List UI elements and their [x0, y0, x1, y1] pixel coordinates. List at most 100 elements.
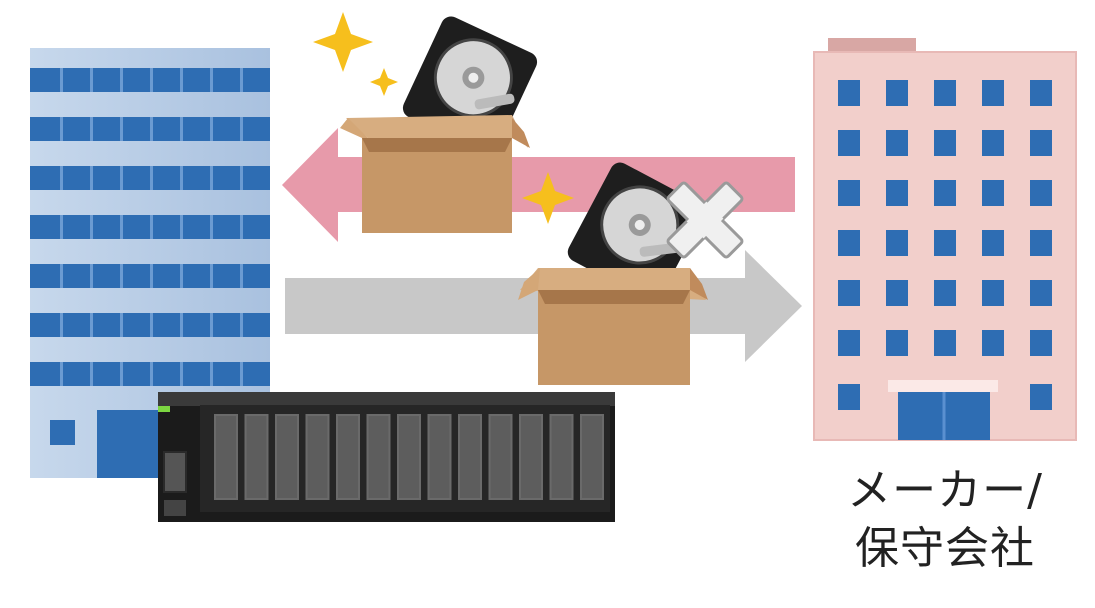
- drive-bays: [214, 414, 604, 500]
- office-window-mullion: [210, 362, 213, 386]
- office-window-mullion: [150, 215, 153, 239]
- maker-window: [982, 180, 1004, 206]
- maker-label-line1: メーカー/: [847, 465, 1043, 516]
- office-entrance: [97, 410, 162, 478]
- drive-bay-face: [551, 416, 572, 498]
- office-window-mullion: [90, 117, 93, 141]
- drive-bay-face: [307, 416, 328, 498]
- office-window-mullion: [90, 362, 93, 386]
- office-window-mullion: [60, 166, 63, 190]
- office-building-icon: [30, 48, 270, 478]
- drive-bay-face: [277, 416, 297, 498]
- maker-window: [838, 230, 860, 256]
- office-window-mullion: [150, 68, 153, 92]
- office-window-mullion: [240, 166, 243, 190]
- office-window-mullion: [180, 264, 183, 288]
- maker-window: [934, 130, 956, 156]
- office-window-mullion: [240, 264, 243, 288]
- maker-window: [838, 180, 860, 206]
- new-hard-disk-box-icon: [340, 16, 538, 233]
- office-window-mullion: [210, 215, 213, 239]
- maker-window: [1030, 280, 1052, 306]
- maker-window: [1030, 330, 1052, 356]
- office-window-strips: [30, 68, 270, 386]
- office-window-mullion: [60, 117, 63, 141]
- office-window-mullion: [240, 117, 243, 141]
- maker-window: [886, 280, 908, 306]
- return-arrow: [282, 128, 795, 242]
- maker-window: [838, 130, 860, 156]
- office-window-mullion: [210, 68, 213, 92]
- drive-bay-face: [399, 416, 419, 498]
- office-window-mullion: [60, 68, 63, 92]
- office-window-mullion: [120, 117, 123, 141]
- office-window-mullion: [210, 264, 213, 288]
- office-window-mullion: [180, 313, 183, 337]
- office-small-window: [50, 420, 75, 445]
- maker-window: [1030, 130, 1052, 156]
- drive-bay-face: [368, 416, 389, 498]
- drive-bay-face: [429, 416, 450, 498]
- maker-window: [838, 280, 860, 306]
- office-window-mullion: [240, 68, 243, 92]
- status-led: [158, 406, 170, 412]
- office-window-mullion: [120, 68, 123, 92]
- office-window-mullion: [150, 166, 153, 190]
- drive-bay-face: [490, 416, 511, 498]
- office-window-mullion: [240, 215, 243, 239]
- office-window-mullion: [180, 166, 183, 190]
- maker-window: [886, 130, 908, 156]
- maker-window: [982, 280, 1004, 306]
- maker-window: [982, 80, 1004, 106]
- office-window-mullion: [210, 313, 213, 337]
- office-window-mullion: [60, 264, 63, 288]
- drive-bay-face: [582, 416, 602, 498]
- maker-window: [886, 330, 908, 356]
- office-window-mullion: [180, 215, 183, 239]
- office-window-mullion: [150, 264, 153, 288]
- office-window-mullion: [120, 313, 123, 337]
- maker-window: [886, 230, 908, 256]
- drive-bay-face: [338, 416, 358, 498]
- office-window-mullion: [120, 215, 123, 239]
- maker-window: [1030, 180, 1052, 206]
- maker-window: [1030, 230, 1052, 256]
- maker-windows: [838, 80, 1052, 410]
- storage-server-icon: [158, 392, 615, 522]
- broken-hard-disk-box-icon: [518, 162, 744, 385]
- office-window-mullion: [90, 264, 93, 288]
- maker-label: メーカー/ 保守会社: [820, 462, 1070, 578]
- office-window-mullion: [90, 313, 93, 337]
- drive-bay-face: [246, 416, 267, 498]
- drive-bay-face: [460, 416, 480, 498]
- drive-bay-face: [216, 416, 236, 498]
- maker-window: [1030, 80, 1052, 106]
- office-window-mullion: [90, 166, 93, 190]
- maker-window: [934, 330, 956, 356]
- office-window-mullion: [240, 362, 243, 386]
- office-window-mullion: [120, 362, 123, 386]
- office-window-mullion: [150, 313, 153, 337]
- office-window-mullion: [180, 68, 183, 92]
- maker-window: [886, 180, 908, 206]
- office-window-mullion: [150, 117, 153, 141]
- maker-entrance-canopy: [888, 380, 998, 392]
- maker-window: [982, 230, 1004, 256]
- maker-window: [934, 280, 956, 306]
- maker-window: [982, 330, 1004, 356]
- maker-window: [838, 330, 860, 356]
- maker-window: [982, 130, 1004, 156]
- maker-window: [838, 384, 860, 410]
- sparkle-icon: [313, 12, 574, 224]
- maker-label-line2: 保守会社: [855, 523, 1035, 574]
- maker-window: [934, 230, 956, 256]
- office-window-mullion: [210, 117, 213, 141]
- office-window-mullion: [120, 166, 123, 190]
- office-window-mullion: [180, 117, 183, 141]
- maker-window: [934, 80, 956, 106]
- office-window-mullion: [180, 362, 183, 386]
- maker-window: [838, 80, 860, 106]
- office-window-mullion: [150, 362, 153, 386]
